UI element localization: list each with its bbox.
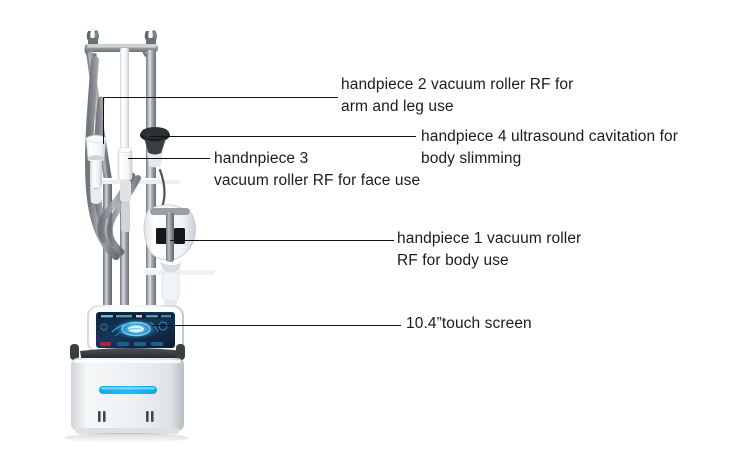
console-neck [80, 348, 184, 363]
cabinet-base [76, 428, 179, 434]
handpiece-1-window-right [174, 228, 185, 244]
callout-handpiece-3: handnpiece 3 vacuum roller RF for face u… [214, 150, 421, 189]
handle-left [70, 344, 79, 360]
pole-left-diagonal [86, 50, 112, 182]
shelf-upper [94, 178, 180, 184]
callout-handpiece-4: handpiece 4 ultrasound cavitation for bo… [421, 128, 679, 167]
led-strip [99, 386, 157, 394]
cart-frame [84, 30, 215, 310]
screen-menu-bar [98, 313, 173, 319]
crossbar [86, 44, 158, 52]
pole-center-lower [120, 183, 129, 310]
leader-line-touch-screen [152, 325, 401, 326]
floor-shadow [65, 433, 189, 443]
handpiece-1-shell [143, 204, 196, 261]
pole-center-white [120, 48, 129, 183]
pole-right-main [146, 50, 156, 310]
screen-graphic [100, 319, 168, 339]
callout-touch-screen: 10.4”touch screen [406, 315, 532, 332]
pole-left-lower [103, 178, 112, 310]
hose-3 [97, 172, 136, 244]
leader-line-handpiece-2-v [103, 97, 104, 144]
hose-1 [85, 56, 120, 260]
handpiece-1-body [143, 204, 196, 308]
leader-line-handpiece-3 [128, 158, 210, 159]
handpiece-1-stem [166, 212, 174, 262]
handpiece-4-cavitation [140, 127, 170, 168]
handpiece-1-window-left [156, 228, 167, 244]
touch-screen [96, 312, 175, 348]
leader-line-handpiece-2-h [103, 97, 338, 98]
shelf-lower [143, 268, 215, 275]
callout-handpiece-2: handpiece 2 vacuum roller RF for arm and… [341, 76, 574, 115]
leader-line-handpiece-4 [150, 136, 416, 137]
cavitation-head [140, 128, 170, 142]
hose-2 [92, 96, 125, 256]
screen-buttons [100, 342, 163, 346]
cabinet [71, 358, 184, 431]
handpiece-1-top-band [150, 208, 190, 215]
screen-housing [87, 305, 184, 353]
handpiece-3-face [117, 147, 133, 232]
hose-4 [106, 175, 141, 247]
vents [98, 411, 154, 422]
handpiece-2-arm-leg [85, 134, 107, 204]
handle-right [176, 344, 185, 360]
hook-holder-right [142, 30, 157, 59]
callout-handpiece-1: handpiece 1 vacuum roller RF for body us… [397, 230, 582, 269]
hook-holder-left [84, 30, 99, 58]
cable-1 [158, 168, 166, 214]
leader-line-handpiece-1 [170, 240, 394, 241]
